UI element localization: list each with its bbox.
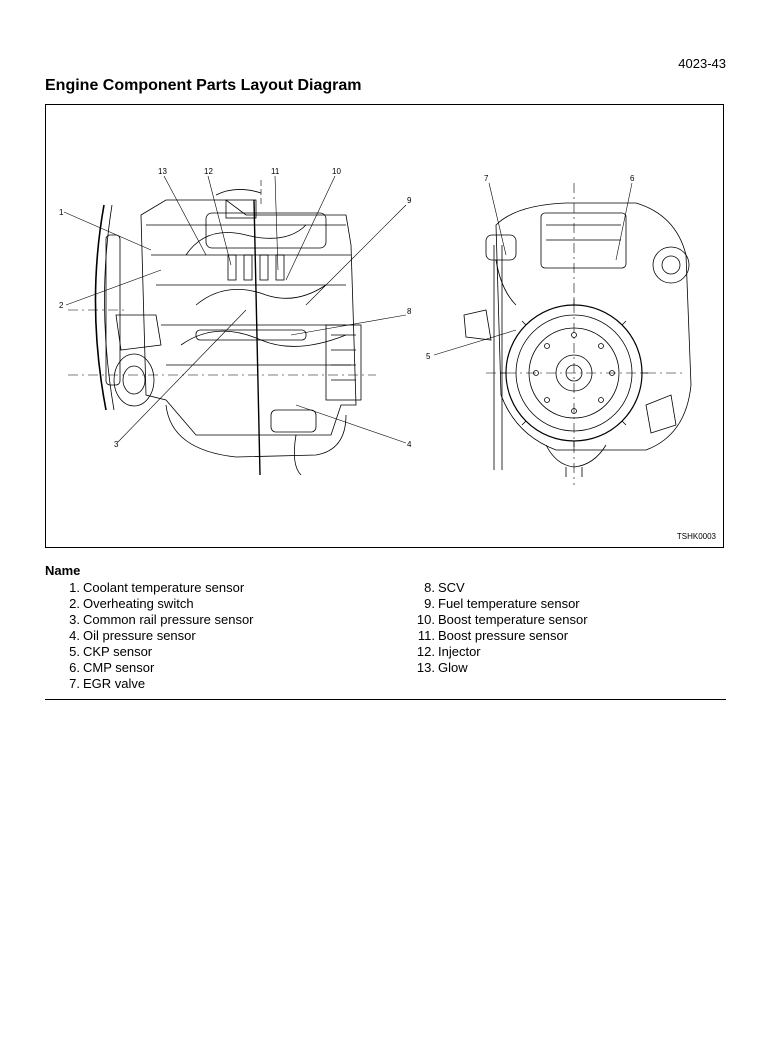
legend-item: 5.CKP sensor xyxy=(45,644,375,660)
legend-number: 2. xyxy=(69,596,80,611)
legend-number: 10. xyxy=(416,612,435,627)
legend-label: CKP sensor xyxy=(83,644,153,659)
legend-item: 6.CMP sensor xyxy=(45,660,375,676)
legend-item: 8.SCV xyxy=(400,580,730,596)
legend-number: 13. xyxy=(416,660,435,675)
legend-heading: Name xyxy=(45,563,81,578)
legend-number: 7. xyxy=(69,676,80,691)
legend-list-right: 8.SCV 9.Fuel temperature sensor 10.Boost… xyxy=(400,580,730,676)
callout-8: 8 xyxy=(407,307,412,316)
legend-label: Injector xyxy=(438,644,481,659)
legend-label: Boost temperature sensor xyxy=(438,612,588,627)
legend-number: 6. xyxy=(69,660,80,675)
legend-item: 3.Common rail pressure sensor xyxy=(45,612,375,628)
callout-13: 13 xyxy=(158,167,167,176)
legend-item: 2.Overheating switch xyxy=(45,596,375,612)
page-title: Engine Component Parts Layout Diagram xyxy=(45,77,362,94)
legend-list-left: 1.Coolant temperature sensor 2.Overheati… xyxy=(45,580,375,692)
callout-3: 3 xyxy=(114,440,119,449)
engine-diagram-figure: 13 12 11 10 9 1 2 8 3 4 7 6 5 TSHK0003 xyxy=(45,104,724,548)
legend-label: Fuel temperature sensor xyxy=(438,596,580,611)
callout-4: 4 xyxy=(407,440,412,449)
legend-item: 1.Coolant temperature sensor xyxy=(45,580,375,596)
legend-number: 8. xyxy=(424,580,435,595)
legend-label: Boost pressure sensor xyxy=(438,628,569,643)
legend-label: CMP sensor xyxy=(83,660,155,675)
legend-label: EGR valve xyxy=(83,676,146,691)
callout-1: 1 xyxy=(59,208,64,217)
legend-item: 12.Injector xyxy=(400,644,730,660)
legend-item: 13.Glow xyxy=(400,660,730,676)
callout-5: 5 xyxy=(426,352,431,361)
legend-item: 4.Oil pressure sensor xyxy=(45,628,375,644)
figure-code: TSHK0003 xyxy=(676,532,716,541)
callout-9: 9 xyxy=(407,196,412,205)
legend-number: 1. xyxy=(69,580,80,595)
divider xyxy=(45,699,726,700)
legend-label: Common rail pressure sensor xyxy=(83,612,254,627)
legend-number: 9. xyxy=(424,596,435,611)
legend-number: 3. xyxy=(69,612,80,627)
callout-7: 7 xyxy=(484,174,489,183)
legend-number: 5. xyxy=(69,644,80,659)
legend-label: Overheating switch xyxy=(83,596,194,611)
page-number: 4023-43 xyxy=(678,56,726,71)
legend-number: 12. xyxy=(416,644,435,659)
legend-item: 11.Boost pressure sensor xyxy=(400,628,730,644)
legend-item: 7.EGR valve xyxy=(45,676,375,692)
callout-6: 6 xyxy=(630,174,635,183)
callout-12: 12 xyxy=(204,167,213,176)
legend-item: 9.Fuel temperature sensor xyxy=(400,596,730,612)
callout-2: 2 xyxy=(59,301,64,310)
legend-number: 4. xyxy=(69,628,80,643)
leader-lines xyxy=(63,175,633,444)
legend-label: Glow xyxy=(438,660,468,675)
engine-diagram: 13 12 11 10 9 1 2 8 3 4 7 6 5 xyxy=(59,167,692,485)
legend-label: Coolant temperature sensor xyxy=(83,580,245,595)
legend-label: SCV xyxy=(438,580,465,595)
engine-side-view xyxy=(68,180,376,476)
engine-rear-view xyxy=(463,183,692,485)
callout-10: 10 xyxy=(332,167,341,176)
legend-number: 11. xyxy=(417,628,435,643)
legend-label: Oil pressure sensor xyxy=(83,628,196,643)
callout-11: 11 xyxy=(271,167,280,176)
legend-item: 10.Boost temperature sensor xyxy=(400,612,730,628)
